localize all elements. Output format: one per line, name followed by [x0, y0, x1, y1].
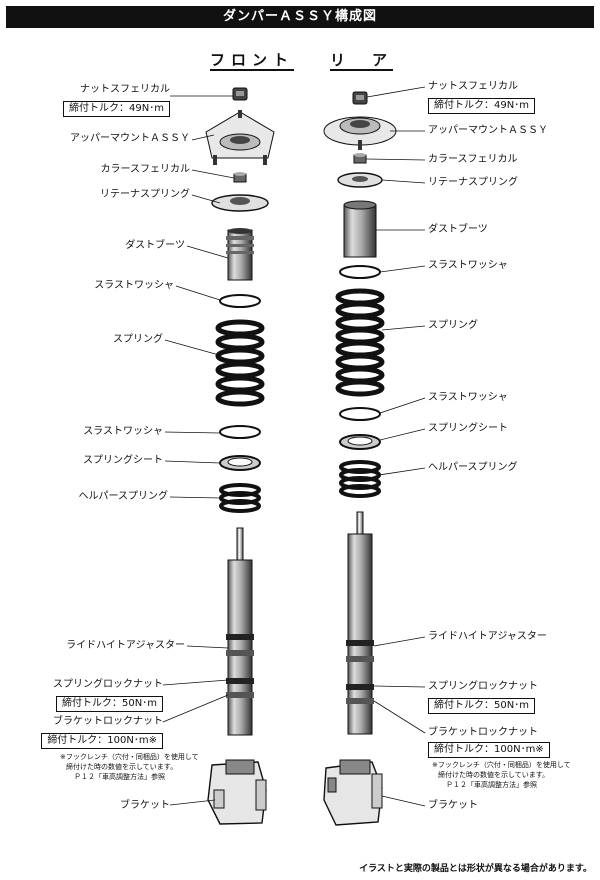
front-section-heading: フロント	[210, 51, 295, 71]
rear-spring-part	[335, 288, 385, 397]
front-nut-part	[232, 87, 248, 101]
front-label-spring-seat: スプリングシート	[83, 455, 163, 466]
front-note-line-2: 締付けた時の数値を示しています。	[66, 763, 178, 771]
front-bracket-lock-torque-box: 締付トルク：100N･m※	[41, 733, 163, 749]
front-label-bracket: ブラケット	[120, 800, 170, 811]
front-dust-boot-part	[226, 228, 254, 281]
front-label-thrust-washer-2: スラストワッシャ	[83, 426, 163, 437]
footer-disclaimer: イラストと実際の製品とは形状が異なる場合があります。	[359, 864, 592, 874]
rear-bracket-part	[323, 759, 383, 826]
front-label-spring: スプリング	[113, 334, 163, 345]
rear-collar-part	[353, 153, 367, 164]
front-label-collar: カラースフェリカル	[100, 164, 191, 175]
front-thrust-washer-1-part	[219, 294, 261, 308]
rear-label-thrust-washer-2: スラストワッシャ	[428, 392, 508, 403]
rear-note-line-3: Ｐ１２「車高調整方法」参照	[446, 781, 537, 789]
rear-spring-lock-torque-box: 締付トルク：50N･m	[428, 698, 535, 714]
rear-damper-body-part	[346, 511, 374, 735]
rear-label-thrust-washer-1: スラストワッシャ	[428, 260, 508, 271]
rear-upper-mount-part	[323, 116, 397, 150]
front-spring-part	[215, 319, 265, 407]
rear-label-upper-mount: アッパーマウントＡＳＳＹ	[428, 125, 548, 136]
front-upper-mount-part	[205, 110, 275, 165]
front-label-ride-height: ライドハイトアジャスター	[66, 640, 185, 651]
front-label-helper-spring: ヘルパースプリング	[78, 491, 169, 502]
rear-note-line-1: ※フックレンチ（穴付・同梱品）を使用して	[432, 761, 571, 769]
front-collar-part	[233, 172, 247, 183]
front-spring-seat-part	[219, 455, 261, 471]
rear-label-collar: カラースフェリカル	[428, 154, 518, 165]
front-label-dust-boot: ダストブーツ	[125, 240, 185, 251]
front-label-upper-mount: アッパーマウントＡＳＳＹ	[70, 133, 190, 144]
rear-thrust-washer-1-part	[339, 265, 381, 279]
rear-label-retainer: リテーナスプリング	[428, 177, 518, 188]
front-bracket-part	[207, 759, 267, 825]
rear-label-ride-height: ライドハイトアジャスター	[428, 631, 547, 642]
front-label-bracket-lock-nut: ブラケットロックナット	[53, 716, 163, 727]
rear-retainer-part	[337, 172, 383, 188]
rear-bracket-lock-torque-box: 締付トルク：100N･m※	[428, 742, 550, 758]
rear-label-dust-boot: ダストブーツ	[428, 224, 488, 235]
front-retainer-part	[211, 194, 269, 212]
rear-section-heading: リ ア	[330, 51, 394, 71]
page-title: ダンパーＡＳＳＹ構成図	[6, 6, 594, 28]
front-damper-body-part	[226, 527, 254, 736]
rear-label-spring-lock-nut: スプリングロックナット	[428, 681, 538, 692]
front-label-thrust-washer-1: スラストワッシャ	[94, 280, 174, 291]
front-nut-torque-box: 締付トルク：49N･m	[63, 101, 170, 117]
front-spring-lock-torque-box: 締付トルク：50N･m	[56, 696, 163, 712]
front-label-nut: ナットスフェリカル	[80, 84, 170, 95]
rear-helper-spring-part	[339, 460, 381, 498]
rear-label-bracket: ブラケット	[428, 800, 478, 811]
front-note-line-1: ※フックレンチ（穴付・同梱品）を使用して	[60, 753, 199, 761]
rear-spring-seat-part	[339, 434, 381, 450]
rear-dust-boot-part	[343, 200, 377, 258]
rear-nut-part	[352, 91, 368, 105]
front-note-line-3: Ｐ１２「車高調整方法」参照	[74, 773, 165, 781]
front-helper-spring-part	[219, 483, 261, 513]
rear-thrust-washer-2-part	[339, 407, 381, 421]
rear-label-helper-spring: ヘルパースプリング	[428, 462, 518, 473]
rear-nut-torque-box: 締付トルク：49N･m	[428, 98, 535, 114]
rear-label-bracket-lock-nut: ブラケットロックナット	[428, 727, 538, 738]
front-label-spring-lock-nut: スプリングロックナット	[53, 679, 163, 690]
leader-lines	[162, 86, 426, 807]
rear-label-spring: スプリング	[428, 320, 478, 331]
rear-label-nut: ナットスフェリカル	[428, 81, 518, 92]
rear-label-spring-seat: スプリングシート	[428, 423, 508, 434]
rear-note-line-2: 締付けた時の数値を示しています。	[438, 771, 550, 779]
front-label-retainer: リテーナスプリング	[100, 189, 190, 200]
front-thrust-washer-2-part	[219, 425, 261, 439]
